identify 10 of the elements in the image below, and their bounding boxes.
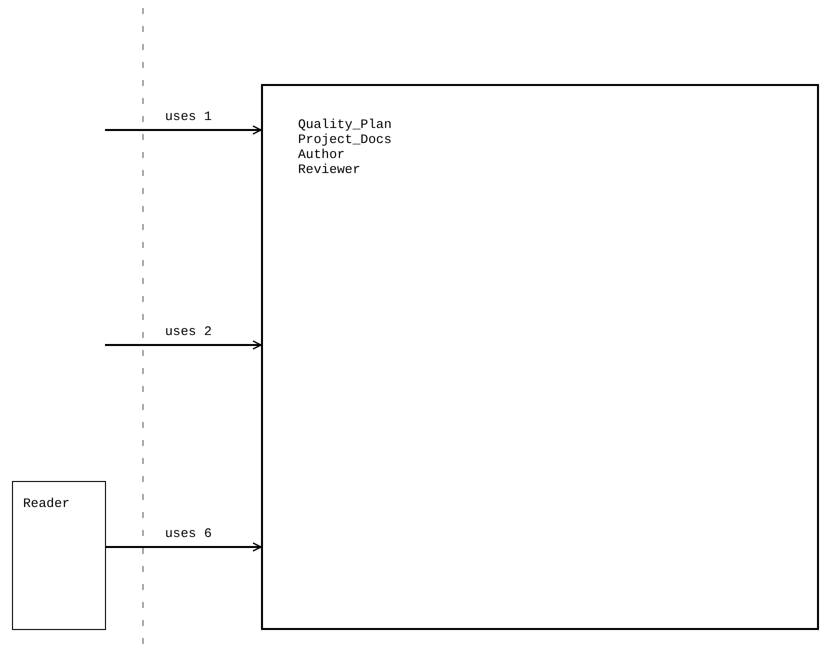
node-text: Quality_Plan	[298, 117, 393, 132]
actor-box	[12, 481, 106, 630]
node-text: Project_Docs	[298, 132, 393, 147]
arrow	[106, 542, 262, 552]
system-box	[261, 84, 819, 630]
node-text: Reviewer	[298, 162, 362, 177]
arrow	[105, 340, 262, 350]
node-text: Reader	[23, 496, 71, 511]
arrow	[105, 125, 262, 135]
node-text: Author	[298, 147, 346, 162]
